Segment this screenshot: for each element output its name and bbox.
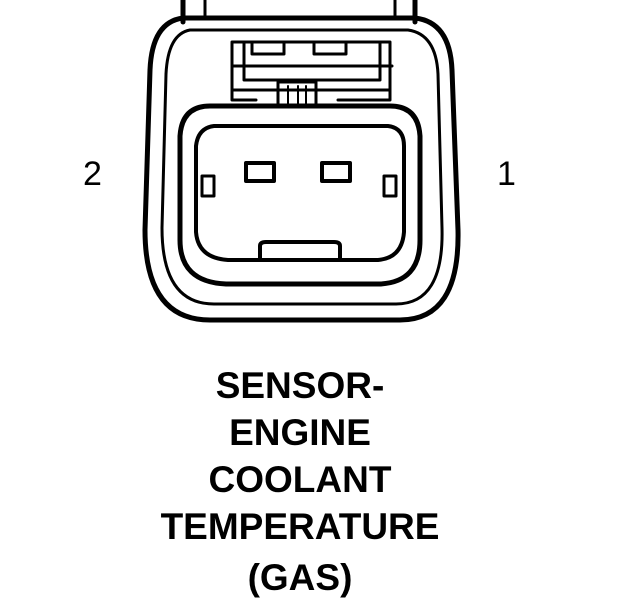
caption-line-4: TEMPERATURE: [160, 506, 440, 547]
lock-latch-ribs: [287, 85, 307, 105]
component-caption: SENSOR- ENGINE COOLANT TEMPERATURE (GAS): [0, 362, 600, 601]
lock-tab-side-right: [336, 88, 392, 102]
lock-tab-side-left: [230, 88, 258, 102]
caption-line-3: COOLANT: [208, 459, 392, 500]
terminal-2: [244, 161, 276, 183]
caption-line-2: ENGINE: [229, 412, 371, 453]
bottom-key-slot: [258, 240, 342, 262]
connector-housing-inner: [160, 28, 444, 306]
terminal-cavity-inner: [194, 124, 406, 262]
lock-tab-slot-left: [250, 40, 286, 56]
connector-housing-outer: [142, 15, 461, 323]
lock-tab-rail: [242, 40, 382, 82]
key-left: [200, 174, 216, 198]
lock-tab-slot-right: [312, 40, 348, 56]
caption-line-1: SENSOR-: [215, 365, 385, 406]
pin-label-1: 1: [497, 155, 516, 193]
housing-inner-top: [203, 0, 397, 20]
key-right: [382, 174, 398, 198]
terminal-1: [320, 161, 352, 183]
caption-line-5: (GAS): [247, 557, 353, 598]
pin-label-2: 2: [83, 155, 102, 193]
terminal-cavity-outer: [177, 103, 423, 287]
